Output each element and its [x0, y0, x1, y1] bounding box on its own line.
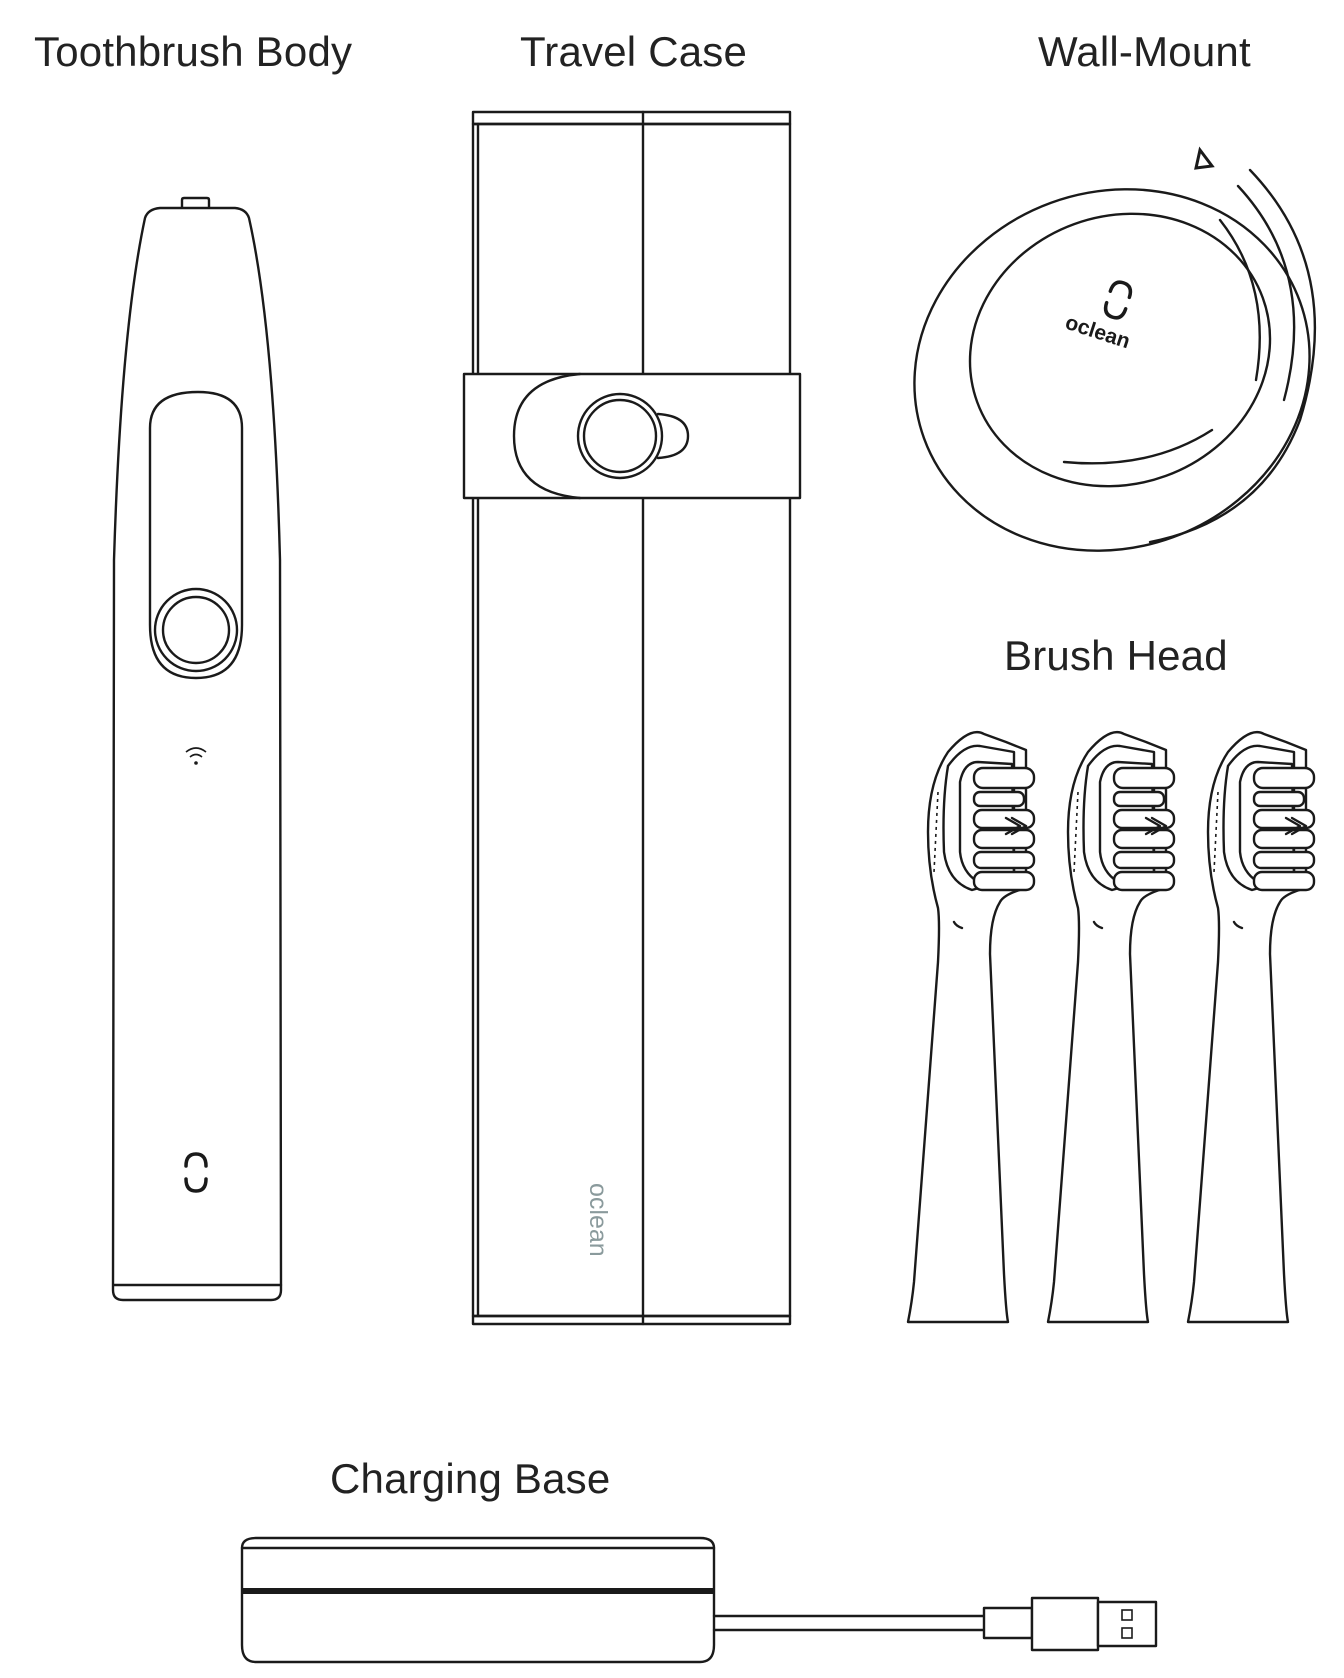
oclean-logo-icon — [1103, 280, 1133, 320]
toothbrush-body — [111, 196, 283, 1302]
brush-head-3 — [1186, 730, 1316, 1324]
travel-case: oclean — [462, 110, 802, 1326]
brush-head-1 — [906, 730, 1036, 1324]
wall-mount-label: Wall-Mount — [1038, 28, 1251, 75]
case-logo: oclean — [584, 1183, 612, 1257]
wifi-icon — [185, 747, 207, 765]
wall-mount: oclean — [913, 146, 1316, 552]
usb-connector-collar — [982, 1606, 1034, 1640]
brush-head-2 — [1046, 730, 1176, 1324]
toothbrush-body-label: Toothbrush Body — [34, 28, 353, 75]
power-button — [161, 595, 231, 665]
triangle-marker-icon — [1194, 146, 1215, 170]
travel-case-label: Travel Case — [520, 28, 748, 75]
case-clasp-button — [582, 398, 658, 474]
brush-head-label: Brush Head — [1004, 632, 1228, 679]
power-button-outer — [153, 587, 239, 673]
usb-connector-body — [1030, 1596, 1100, 1652]
charging-base — [240, 1536, 1158, 1664]
oclean-logo-icon — [184, 1152, 208, 1193]
charging-base-label: Charging Base — [330, 1455, 611, 1502]
usb-plug-icon — [1096, 1600, 1158, 1648]
